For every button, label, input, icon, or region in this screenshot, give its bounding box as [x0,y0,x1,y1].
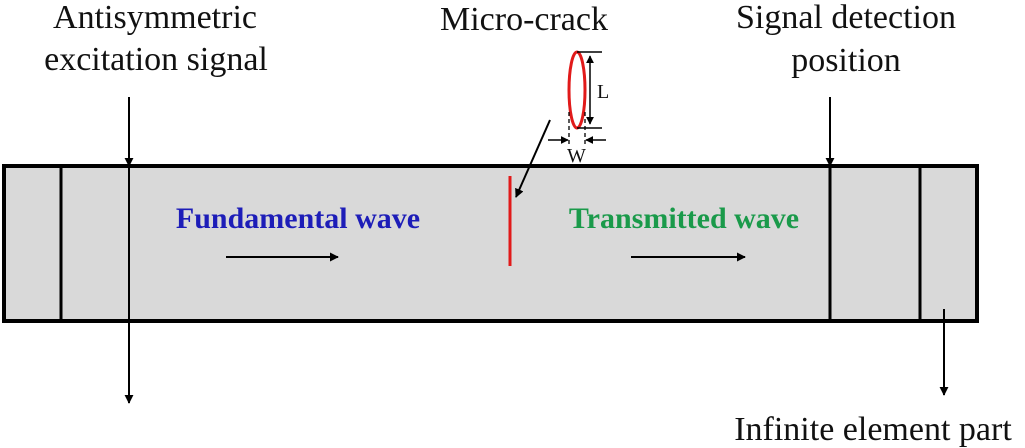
detection-label-line1: Signal detection [736,0,956,36]
crack-label: Micro-crack [440,1,608,38]
infinite-element-label: Infinite element part [734,411,1012,448]
transmitted-wave-label: Transmitted wave [569,202,799,235]
excitation-label-line2: excitation signal [44,41,268,78]
crack-pointer-arrow [515,119,551,198]
beam-body [2,164,979,323]
excitation-label-line1: Antisymmetric [53,0,257,36]
detection-label-line2: position [791,42,901,79]
dim-length-label: L [597,81,609,103]
crack-detail-ellipse [567,50,587,130]
dim-width-label: W [567,145,586,167]
fundamental-wave-label: Fundamental wave [176,202,420,235]
